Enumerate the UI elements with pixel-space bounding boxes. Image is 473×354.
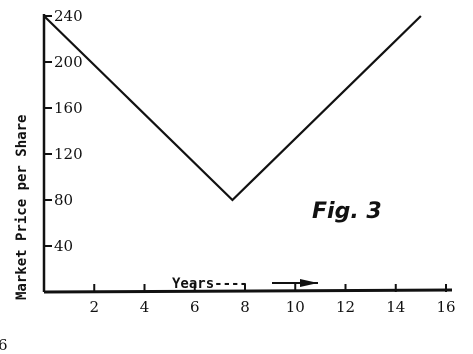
y-axis-label: Market Price per Share (14, 115, 30, 300)
y-tick-label: 240 (54, 7, 83, 25)
y-tick-label: 80 (54, 191, 73, 209)
x-tick-label: 2 (89, 298, 99, 316)
x-ticks: 2 4 6 8 10 12 14 16 (89, 284, 456, 316)
x-tick-label: 6 (190, 298, 200, 316)
series-layer (43, 15, 422, 202)
years-arrow-head (300, 279, 318, 287)
years-annotation: Years---- (172, 276, 248, 292)
stray-mark: 6 (0, 336, 8, 354)
x-tick-label: 10 (286, 298, 305, 316)
y-tick-label: 160 (54, 99, 83, 117)
y-ticks: 40 80 120 160 200 240 (44, 7, 83, 255)
x-tick-label: 12 (336, 298, 355, 316)
x-tick-label: 4 (140, 298, 150, 316)
series-line (43, 15, 422, 202)
figure-label: Fig. 3 (312, 199, 382, 224)
y-tick-label: 40 (54, 237, 73, 255)
x-tick-label: 8 (240, 298, 250, 316)
x-axis-line (43, 288, 453, 294)
y-tick-label: 120 (54, 145, 83, 163)
x-tick-label: 16 (436, 298, 455, 316)
x-tick-label: 14 (386, 298, 405, 316)
axes (42, 14, 453, 294)
y-tick-label: 200 (54, 53, 83, 71)
